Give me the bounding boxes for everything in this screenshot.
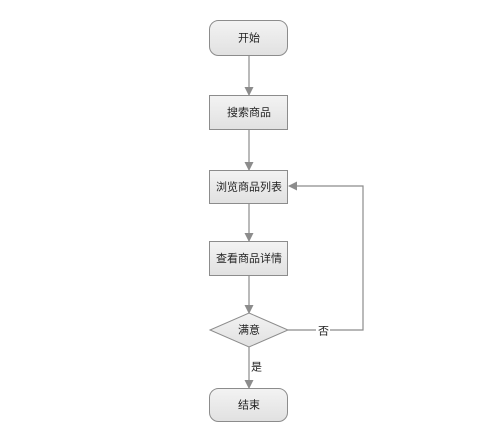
edge-label-yes: 是 (251, 361, 262, 374)
no-label-background (316, 324, 330, 337)
satisfied-decision-node-label: 满意 (238, 323, 260, 337)
view-product-detail-node-label: 查看商品详情 (216, 251, 282, 265)
search-products-node: 搜索商品 (209, 95, 288, 130)
satisfied-decision-node-shape (208, 312, 290, 348)
start-node: 开始 (209, 20, 288, 56)
end-node: 结束 (209, 388, 288, 422)
view-product-detail-node: 查看商品详情 (209, 241, 288, 276)
view-product-detail-node-shape (209, 241, 288, 276)
satisfied-decision-node: 满意 (208, 312, 290, 348)
browse-product-list-node-label: 浏览商品列表 (216, 180, 282, 194)
browse-product-list-node-shape (209, 170, 288, 204)
start-node-shape (209, 20, 288, 56)
search-products-node-shape (209, 95, 288, 130)
edge-decision-no-loop-to-browse (288, 181, 364, 331)
browse-product-list-node: 浏览商品列表 (209, 170, 288, 204)
start-node-label: 开始 (238, 31, 260, 45)
end-node-shape (209, 388, 288, 422)
edge-label-no: 否 (318, 325, 329, 338)
end-node-label: 结束 (238, 399, 260, 412)
search-products-node-label: 搜索商品 (227, 105, 271, 119)
